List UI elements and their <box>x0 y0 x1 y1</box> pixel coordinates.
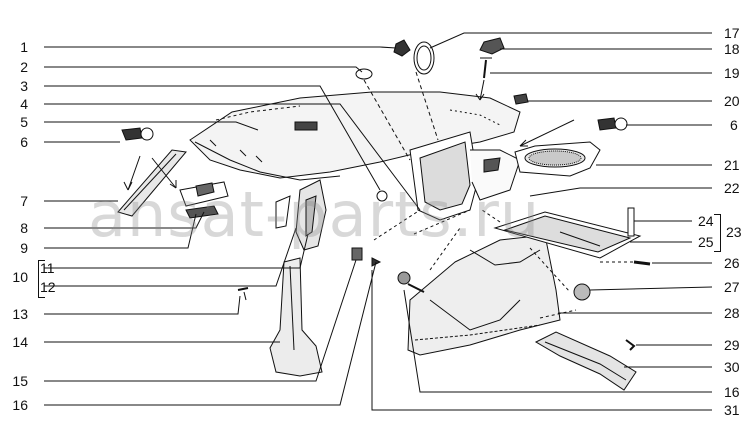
screw-19 <box>480 57 492 79</box>
clip-6-left <box>121 127 154 141</box>
callout-1: 1 <box>20 39 28 55</box>
callout-11: 11 <box>40 260 55 276</box>
callout-10: 10 <box>12 269 28 285</box>
callout-24: 24 <box>698 213 714 229</box>
callout-22: 22 <box>724 180 740 196</box>
quarter-window-trim <box>409 131 521 221</box>
sun-visor <box>179 181 229 219</box>
screw-13 <box>237 287 249 301</box>
rear-side-trim <box>407 234 561 356</box>
callout-26: 26 <box>724 255 740 271</box>
callout-21: 21 <box>724 157 740 173</box>
callout-16-right: 16 <box>724 384 740 400</box>
callout-12: 12 <box>40 279 56 295</box>
callout-29: 29 <box>724 337 740 353</box>
bracket-18 <box>479 37 505 55</box>
callout-30: 30 <box>724 359 740 375</box>
callout-16-left: 16 <box>12 397 28 413</box>
watermark: ansat-parts.ru <box>88 178 541 251</box>
clip-bracket-10 <box>351 247 363 261</box>
callout-6-right: 6 <box>730 117 738 133</box>
callout-31: 31 <box>724 402 740 418</box>
coat-hook <box>393 39 435 75</box>
callout-20: 20 <box>724 93 740 109</box>
callout-23: 23 <box>726 224 742 240</box>
callout-2: 2 <box>20 59 28 75</box>
sill-plate <box>534 331 637 391</box>
callout-4: 4 <box>20 96 28 112</box>
callout-17: 17 <box>724 25 740 41</box>
callout-6-left: 6 <box>20 134 28 150</box>
callout-14: 14 <box>12 334 28 350</box>
headliner-part <box>189 91 521 181</box>
bracket-23 <box>714 214 721 252</box>
plug-2 <box>355 68 373 80</box>
callout-7: 7 <box>20 193 28 209</box>
callout-5: 5 <box>20 114 28 130</box>
clip-6-right <box>597 117 628 131</box>
shelf-support-strip <box>627 207 635 237</box>
cup-31 <box>397 271 425 293</box>
washer-3 <box>376 190 388 202</box>
a-pillar-trim <box>117 149 187 217</box>
callout-3: 3 <box>20 78 28 94</box>
callout-13: 13 <box>12 306 28 322</box>
callout-8: 8 <box>20 220 28 236</box>
callout-15: 15 <box>12 373 28 389</box>
callout-9: 9 <box>20 240 28 256</box>
callout-19: 19 <box>724 65 740 81</box>
speaker-cover-part <box>514 141 601 177</box>
bracket-10 <box>38 260 45 298</box>
pillar-trim-upper <box>275 179 327 251</box>
callout-18: 18 <box>724 41 740 57</box>
screw-29 <box>625 339 636 351</box>
luggage-shelf <box>493 211 642 259</box>
callout-25: 25 <box>698 234 714 250</box>
clip-20 <box>513 93 529 105</box>
callout-27: 27 <box>724 279 740 295</box>
screw-26 <box>633 260 651 266</box>
callout-28: 28 <box>724 305 740 321</box>
knob-27 <box>573 283 591 301</box>
pillar-trim-lower <box>269 257 323 377</box>
